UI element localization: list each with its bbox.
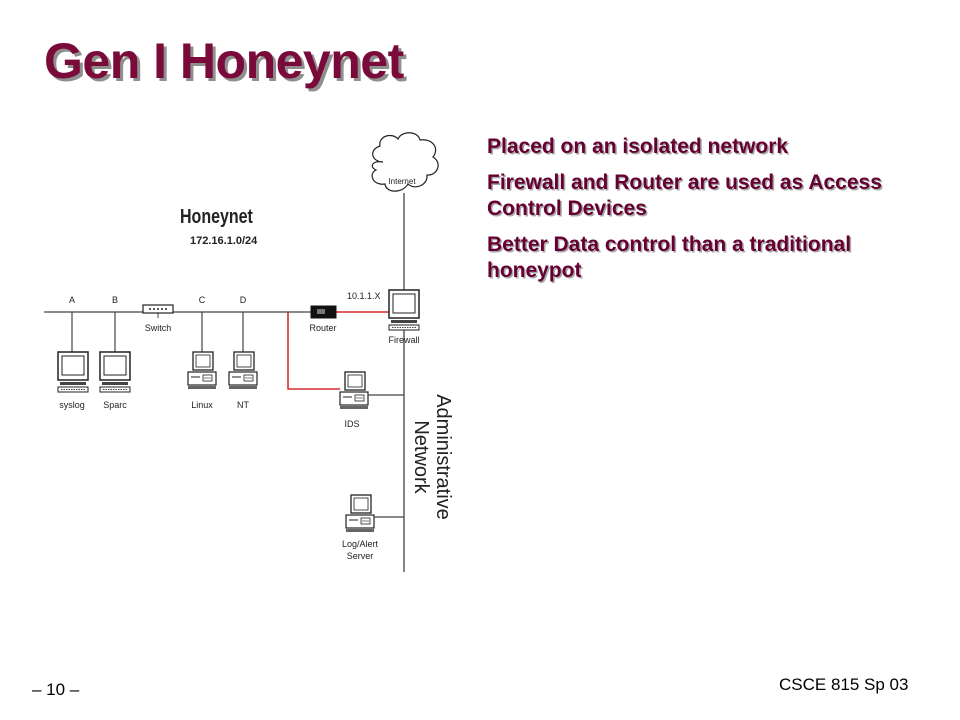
switch-icon	[142, 304, 174, 314]
host-label-syslog: syslog	[59, 400, 85, 410]
admin-network-line1: Administrative	[432, 394, 454, 520]
admin-network-label: Administrative Network	[410, 394, 454, 520]
honeynet-label: Honeynet	[180, 205, 253, 227]
sparc-monitor-icon	[99, 351, 131, 393]
port-label-a: A	[69, 295, 75, 305]
bullet-item: Better Data control than a traditional h…	[487, 233, 852, 282]
subnet-label: 172.16.1.0/24	[190, 235, 258, 247]
port-label-d: D	[240, 295, 247, 305]
router-icon	[310, 305, 337, 319]
host-label-nt: NT	[237, 400, 249, 410]
firewall-icon	[388, 289, 420, 331]
log-server-label-line2: Server	[347, 551, 374, 561]
log-server-label-line1: Log/Alert	[342, 539, 379, 549]
admin-network-line2: Network	[410, 420, 432, 494]
host-label-sparc: Sparc	[103, 400, 127, 410]
ids-label: IDS	[344, 419, 359, 429]
page-number: – 10 –	[32, 680, 80, 699]
internet-cloud-icon	[371, 132, 439, 192]
nt-pc-icon	[228, 351, 258, 390]
bullet-item: Placed on an isolated network	[487, 135, 789, 158]
syslog-monitor-icon	[57, 351, 89, 393]
port-label-b: B	[112, 295, 118, 305]
bullet-list: Placed on an isolated network Firewall a…	[487, 134, 927, 294]
host-label-linux: Linux	[191, 400, 213, 410]
slide-title: Gen I Honeynet	[44, 33, 404, 89]
log-server-pc-icon	[345, 494, 375, 533]
external-ip-label: 10.1.1.X	[347, 291, 381, 301]
linux-pc-icon	[187, 351, 217, 390]
course-label: CSCE 815 Sp 03	[779, 675, 909, 694]
ids-pc-icon	[339, 371, 369, 410]
internet-label: Internet	[388, 177, 416, 186]
switch-label: Switch	[145, 323, 172, 333]
router-label: Router	[309, 323, 336, 333]
bullet-item: Firewall and Router are used as Access C…	[487, 171, 882, 220]
port-label-c: C	[199, 295, 206, 305]
